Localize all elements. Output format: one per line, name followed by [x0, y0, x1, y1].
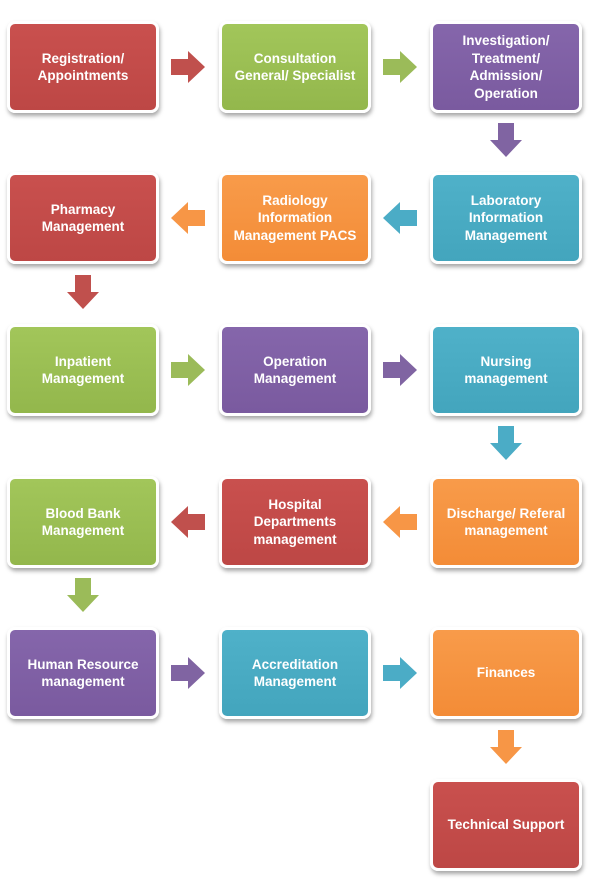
box-investigation-treatment: Investigation/ Treatment/ Admission/ Ope…	[430, 21, 582, 113]
box-operation-management: Operation Management	[219, 324, 371, 416]
arrow-down-icon	[67, 275, 99, 309]
box-accreditation: Accreditation Management	[219, 627, 371, 719]
arrow-right-icon	[171, 354, 205, 386]
arrow-down-icon	[67, 578, 99, 612]
arrow-right-icon	[171, 657, 205, 689]
arrow-down-icon	[490, 123, 522, 157]
arrow-right-icon	[383, 354, 417, 386]
arrow-left-icon	[383, 202, 417, 234]
box-discharge-referal: Discharge/ Referal management	[430, 476, 582, 568]
arrow-down-icon	[490, 426, 522, 460]
box-finances: Finances	[430, 627, 582, 719]
box-pharmacy-management: Pharmacy Management	[7, 172, 159, 264]
box-hospital-departments: Hospital Departments management	[219, 476, 371, 568]
arrow-left-icon	[383, 506, 417, 538]
box-inpatient-management: Inpatient Management	[7, 324, 159, 416]
arrow-left-icon	[171, 506, 205, 538]
box-consultation: Consultation General/ Specialist	[219, 21, 371, 113]
box-laboratory-information: Laboratory Information Management	[430, 172, 582, 264]
box-registration-appointments: Registration/ Appointments	[7, 21, 159, 113]
arrow-right-icon	[383, 51, 417, 83]
box-radiology-information: Radiology Information Management PACS	[219, 172, 371, 264]
box-nursing-management: Nursing management	[430, 324, 582, 416]
box-human-resource: Human Resource management	[7, 627, 159, 719]
arrow-right-icon	[171, 51, 205, 83]
arrow-down-icon	[490, 730, 522, 764]
arrow-right-icon	[383, 657, 417, 689]
box-blood-bank: Blood Bank Management	[7, 476, 159, 568]
box-technical-support: Technical Support	[430, 779, 582, 871]
arrow-left-icon	[171, 202, 205, 234]
